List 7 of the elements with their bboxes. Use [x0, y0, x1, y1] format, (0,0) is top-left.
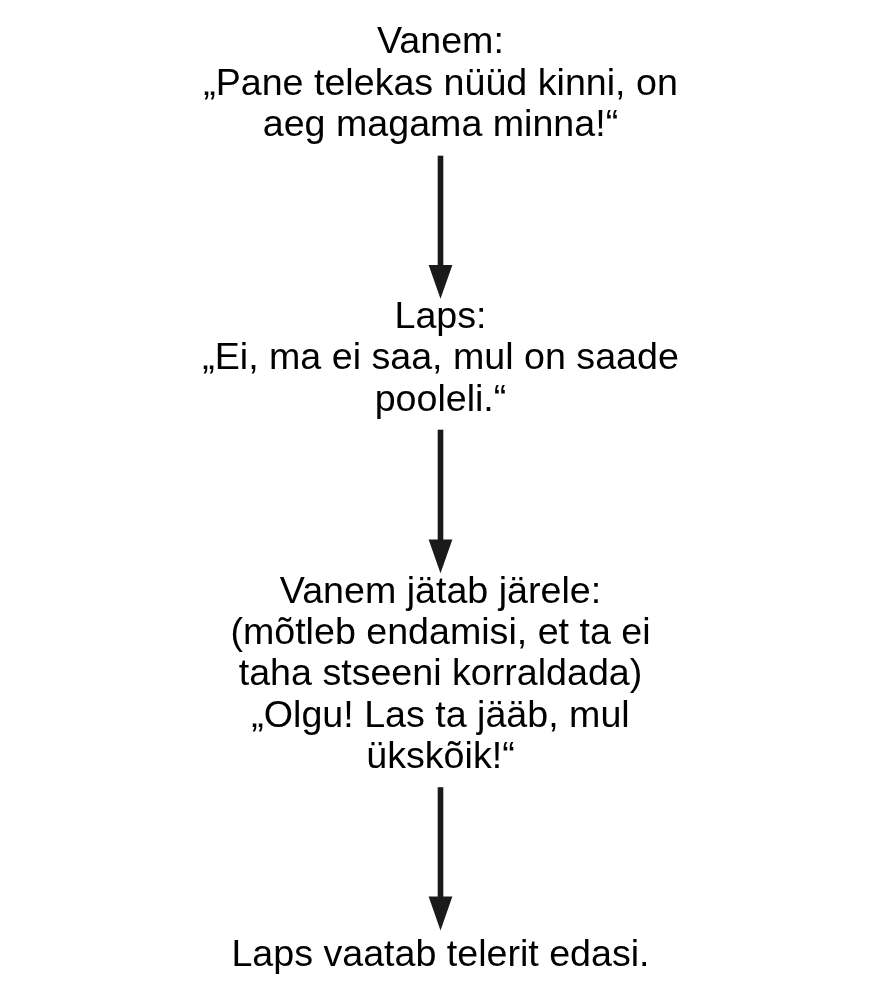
node-text: Laps vaatab telerit edasi.: [231, 931, 650, 974]
arrow: [428, 429, 453, 574]
arrow: [428, 155, 453, 299]
node-text: Laps: „Ei, ma ei saa, mul on saade pooleli.“: [202, 294, 679, 419]
node-text: Vanem jätab järele: (mõtleb endamisi, et ta ei taha stseeni korraldada) „Olgu! Las ta jääb, mul ükskõik!“: [230, 568, 651, 777]
node-text: Vanem: „Pane telekas nüüd kinni, on aeg magama minna!“: [203, 19, 678, 145]
arrow: [428, 787, 453, 931]
